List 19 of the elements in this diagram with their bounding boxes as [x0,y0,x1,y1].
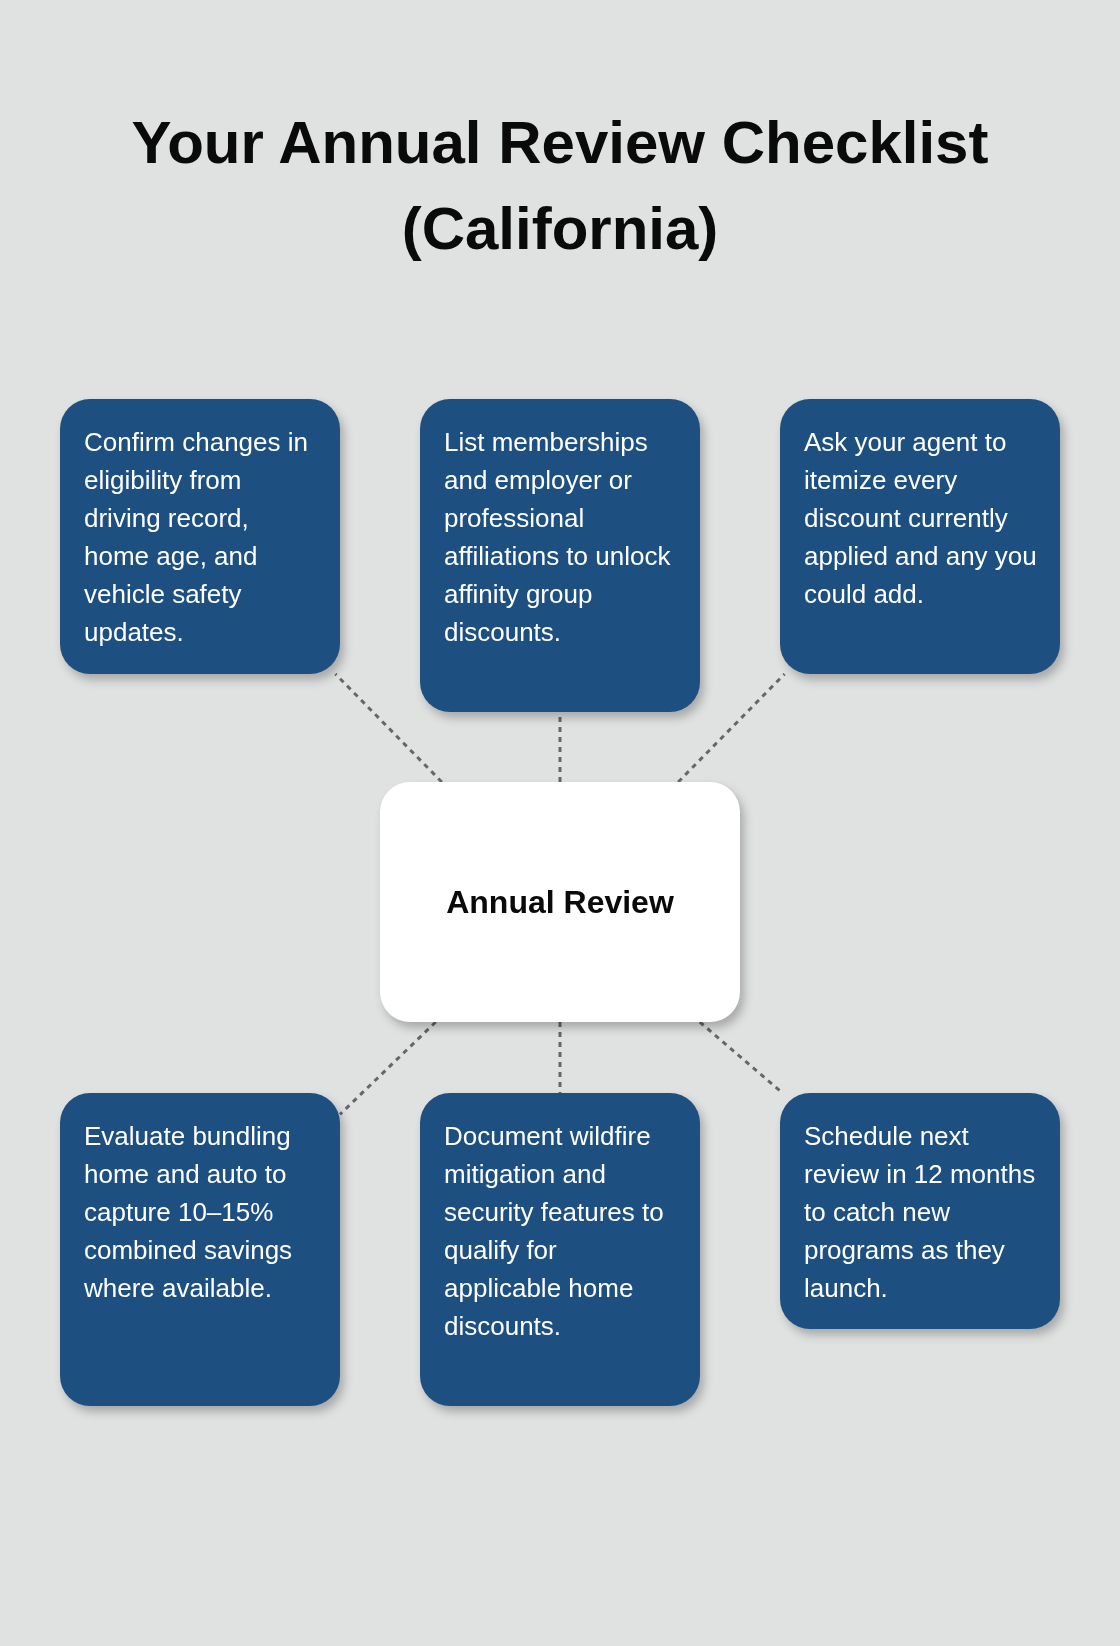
card-text: Schedule next review in 12 months to catch new programs as they launch. [804,1120,1037,1305]
title: Your Annual Review Checklist (California) [130,108,990,264]
checklist-card [420,399,700,712]
dashed-connector [334,672,443,784]
dashed-connector [338,1020,437,1116]
card-text: Evaluate bundling home and auto to capture 10–15% combined savings where available. [84,1120,294,1305]
checklist-card [420,1093,700,1406]
dashed-connector [558,1022,562,1093]
card-text: Confirm changes in eligibility from driving record, home age, and vehicle safety updates. [84,426,309,649]
checklist-card [780,399,1060,674]
card-text: Document wildfire mitigation and security features to qualify for applicable home discounts. [444,1120,665,1343]
card-text: List memberships and employer or professional affiliations to unlock affinity group discounts. [444,426,672,649]
checklist-card [780,1093,1060,1329]
checklist-card [60,1093,340,1406]
checklist-card [60,399,340,674]
center-box [380,782,740,1022]
card-text: Ask your agent to itemize every discount currently applied and any you could add. [804,426,1038,611]
dashed-connector [677,672,786,784]
center-label: Annual Review [446,883,674,922]
